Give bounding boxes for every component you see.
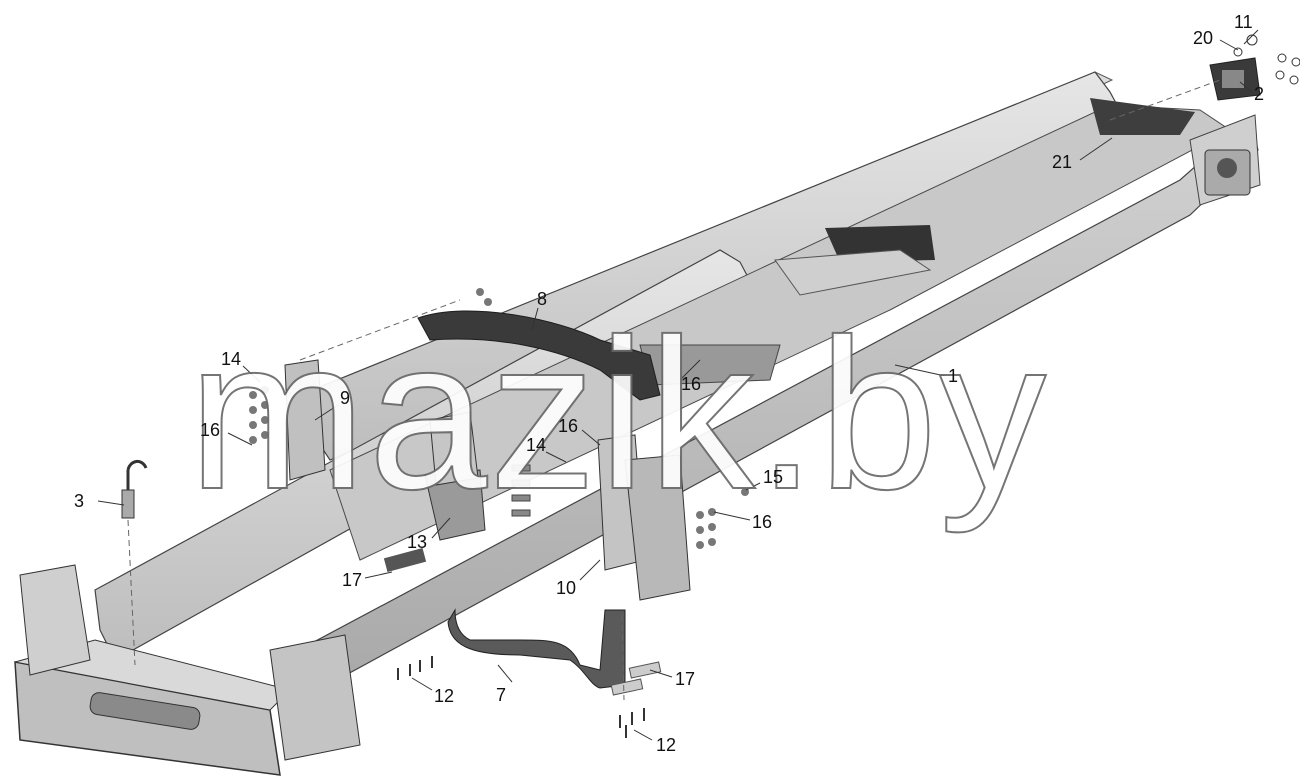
callout-3: 3 xyxy=(74,491,85,511)
callout-1: 1 xyxy=(948,366,959,386)
pad-17b xyxy=(628,661,662,679)
spring-bracket-hanger xyxy=(624,454,691,601)
front-left-bracket xyxy=(19,564,91,676)
mid-crossmember-plate xyxy=(774,249,932,296)
rear-bracket-face xyxy=(1222,70,1244,88)
step-bracket-7 xyxy=(447,608,626,689)
front-bumper-slot xyxy=(89,692,201,730)
bolts-12-left xyxy=(397,656,433,680)
bolts-12-right xyxy=(619,708,645,738)
callout-20: 20 xyxy=(1193,28,1214,48)
callout-2: 2 xyxy=(1254,84,1265,104)
callout-12-right: 12 xyxy=(656,735,677,755)
pad-17a xyxy=(383,548,427,572)
callout-17-right: 17 xyxy=(675,669,696,689)
bolts-14-cluster xyxy=(511,464,531,517)
callout-16-left: 16 xyxy=(200,420,221,440)
callout-21: 21 xyxy=(1052,152,1073,172)
nuts-16-cluster xyxy=(249,288,749,549)
callout-12-left: 12 xyxy=(434,686,455,706)
callout-15: 15 xyxy=(763,467,784,487)
spring-bracket-9 xyxy=(284,359,326,481)
washers-rear xyxy=(1233,34,1300,85)
spring-bracket-13-top xyxy=(429,411,479,486)
callout-8: 8 xyxy=(537,289,548,309)
callout-16-right: 16 xyxy=(752,512,773,532)
callout-7: 7 xyxy=(496,685,507,705)
pad-17c xyxy=(610,678,644,696)
mid-crossmember-dark xyxy=(825,225,935,262)
pin-sleeve xyxy=(121,489,135,519)
callout-16-mid: 16 xyxy=(681,374,702,394)
leader-lines xyxy=(97,29,1259,741)
callout-9: 9 xyxy=(340,388,351,408)
callout-16-center: 16 xyxy=(558,416,579,436)
callout-17-left: 17 xyxy=(342,570,363,590)
callout-13: 13 xyxy=(407,532,428,552)
callout-14-mid: 14 xyxy=(526,435,547,455)
second-crossmember xyxy=(639,344,781,386)
callout-10: 10 xyxy=(556,578,577,598)
front-right-bracket xyxy=(269,634,361,761)
callout-14-left: 14 xyxy=(221,349,242,369)
rear-hitch-hole xyxy=(1217,158,1237,178)
crossmember-part-8 xyxy=(417,310,661,401)
rear-crossmember-dark xyxy=(1090,98,1195,135)
assembly-lines xyxy=(127,79,1221,701)
callout-11: 11 xyxy=(1234,12,1253,32)
